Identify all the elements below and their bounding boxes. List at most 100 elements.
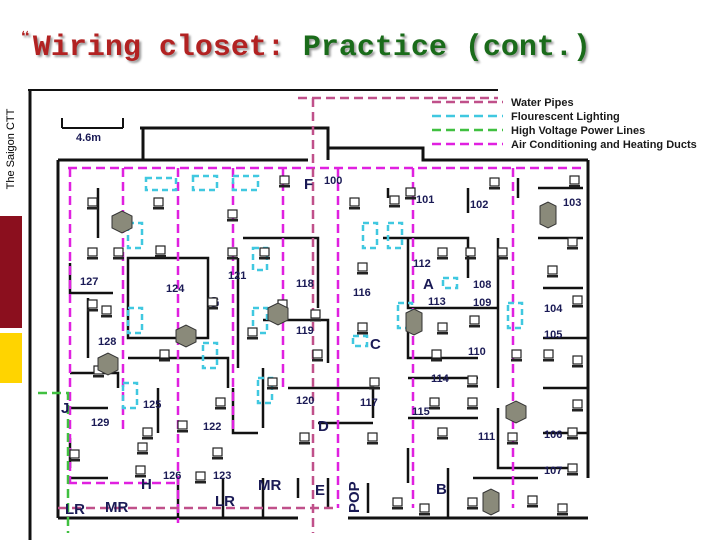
workstation-icon bbox=[159, 349, 170, 362]
accent-block-yellow bbox=[0, 333, 22, 383]
slide-sidebar: The Saigon CTT bbox=[0, 0, 22, 540]
equipment-racks bbox=[97, 201, 557, 516]
workstation-icon bbox=[569, 175, 580, 188]
workstation-icon bbox=[312, 349, 323, 362]
rack-icon bbox=[267, 302, 289, 326]
floor-plan: Water Pipes Flourescent Lighting High Vo… bbox=[28, 89, 697, 540]
workstation-icon bbox=[437, 427, 448, 440]
rack-icon bbox=[405, 308, 423, 336]
room-labels: F 100 101 102 103 104 105 106 107 108 10… bbox=[61, 175, 581, 518]
workstation-icon bbox=[527, 495, 538, 508]
brand-label: The Saigon CTT bbox=[0, 85, 22, 213]
workstation-icon bbox=[177, 420, 188, 433]
workstation-icon bbox=[389, 195, 400, 208]
workstation-icon bbox=[437, 322, 448, 335]
room-label-121: 121 bbox=[228, 270, 246, 282]
workstation-icon bbox=[195, 471, 206, 484]
workstation-icon bbox=[267, 377, 278, 390]
room-label-D: D bbox=[318, 418, 329, 435]
title-part-2: Practice (cont.) bbox=[302, 31, 591, 65]
workstation-icon bbox=[469, 315, 480, 328]
room-label-101: 101 bbox=[416, 194, 434, 206]
legend-light-label: Flourescent Lighting bbox=[511, 111, 620, 123]
workstation-icon bbox=[357, 262, 368, 275]
legend-water-label: Water Pipes bbox=[511, 97, 574, 109]
workstation-icon bbox=[155, 245, 166, 258]
rack-icon bbox=[175, 324, 197, 348]
workstation-icon bbox=[367, 432, 378, 445]
legend: Water Pipes Flourescent Lighting High Vo… bbox=[432, 97, 697, 151]
room-label-126: 126 bbox=[163, 470, 181, 482]
room-label-119: 119 bbox=[296, 325, 314, 337]
workstation-icon bbox=[207, 297, 218, 310]
room-label-125: 125 bbox=[143, 399, 161, 411]
workstation-icon bbox=[259, 247, 270, 260]
workstation-icon bbox=[429, 397, 440, 410]
workstation-icon bbox=[572, 355, 583, 368]
room-label-106: 106 bbox=[544, 429, 562, 441]
room-label-LR-2: LR bbox=[215, 493, 235, 510]
room-label-109: 109 bbox=[473, 297, 491, 309]
workstation-icon bbox=[419, 503, 430, 516]
room-label-104: 104 bbox=[544, 303, 563, 315]
workstation-icon bbox=[212, 447, 223, 460]
room-label-110: 110 bbox=[468, 346, 486, 358]
workstation-icon bbox=[567, 237, 578, 250]
room-label-120: 120 bbox=[296, 395, 314, 407]
room-label-POP: POP bbox=[346, 481, 363, 513]
workstation-icon bbox=[227, 247, 238, 260]
room-label-114: 114 bbox=[431, 373, 450, 385]
workstation-icon bbox=[392, 497, 403, 510]
room-label-123: 123 bbox=[213, 470, 231, 482]
title-part-1: Wiring closet: bbox=[32, 31, 303, 65]
room-label-127: 127 bbox=[80, 276, 98, 288]
workstation-icon bbox=[465, 247, 476, 260]
workstation-icon bbox=[135, 465, 146, 478]
room-label-102: 102 bbox=[470, 199, 488, 211]
power-lines bbox=[38, 391, 70, 533]
workstation-icon bbox=[247, 327, 258, 340]
scale-bar: 4.6m bbox=[61, 118, 124, 144]
room-label-111: 111 bbox=[478, 431, 495, 443]
rack-icon bbox=[482, 488, 500, 516]
workstation-icon bbox=[369, 377, 380, 390]
workstation-icon bbox=[69, 449, 80, 462]
workstation-icon bbox=[357, 322, 368, 335]
workstation-icon bbox=[310, 309, 321, 322]
room-label-H: H bbox=[141, 476, 152, 493]
workstation-icon bbox=[437, 247, 448, 260]
room-label-115: 115 bbox=[412, 406, 430, 418]
room-label-J: J bbox=[61, 400, 69, 417]
workstation-icon bbox=[543, 349, 554, 362]
workstation-icon bbox=[567, 463, 578, 476]
workstation-icon bbox=[137, 442, 148, 455]
room-label-122: 122 bbox=[203, 421, 221, 433]
room-label-107: 107 bbox=[544, 465, 562, 477]
accent-block-red bbox=[0, 216, 22, 328]
workstation-icon bbox=[572, 399, 583, 412]
room-label-117: 117 bbox=[360, 397, 378, 409]
workstation-icon bbox=[511, 349, 522, 362]
workstation-icon bbox=[507, 432, 518, 445]
workstation-icons bbox=[69, 175, 583, 516]
room-label-B: B bbox=[436, 481, 447, 498]
room-label-100: 100 bbox=[324, 175, 342, 187]
building-walls bbox=[56, 126, 590, 520]
slide-title: ❝Wiring closet: Practice (cont.) bbox=[20, 28, 591, 65]
rack-icon bbox=[505, 400, 527, 424]
room-label-128: 128 bbox=[98, 336, 116, 348]
room-label-103: 103 bbox=[563, 197, 581, 209]
workstation-icon bbox=[349, 197, 360, 210]
workstation-icon bbox=[467, 497, 478, 510]
workstation-icon bbox=[497, 247, 508, 260]
room-label-105: 105 bbox=[544, 329, 562, 341]
workstation-icon bbox=[87, 247, 98, 260]
workstation-icon bbox=[87, 197, 98, 210]
workstation-icon bbox=[547, 265, 558, 278]
room-label-108: 108 bbox=[473, 279, 491, 291]
legend-power-label: High Voltage Power Lines bbox=[511, 125, 645, 137]
room-label-LR-1: LR bbox=[65, 501, 85, 518]
workstation-icon bbox=[227, 209, 238, 222]
room-label-MR-1: MR bbox=[105, 499, 128, 516]
room-label-116: 116 bbox=[353, 287, 371, 299]
